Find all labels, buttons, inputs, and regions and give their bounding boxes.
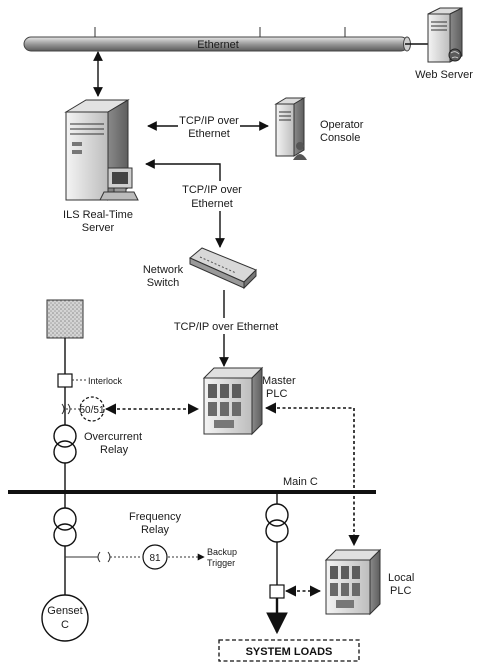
local-plc-icon (324, 548, 382, 616)
link-master-local-plc (264, 402, 360, 547)
operator-console-icon (274, 97, 307, 160)
ils-server-icon (64, 99, 139, 201)
web-server-icon (427, 7, 463, 63)
overcurrent-relay-label-line1: Overcurrent (84, 431, 142, 443)
transformer-load (265, 503, 289, 543)
link-ils-switch-label-line2: Ethernet (191, 198, 233, 210)
link-switch-master-label: TCP/IP over Ethernet (174, 321, 278, 333)
genset-generator (41, 594, 89, 642)
frequency-relay-label-line1: Frequency (129, 511, 181, 523)
interlock-label: Interlock (88, 376, 123, 386)
relay-50-51 (79, 396, 105, 422)
network-switch-icon (189, 247, 257, 290)
link-ils-operator-label-line2: Ethernet (188, 128, 230, 140)
transformer-genset (53, 507, 77, 547)
backup-trigger-label-line1: Backup (207, 547, 237, 557)
utility-source (46, 299, 84, 339)
backup-trigger-label-line2: Trigger (207, 558, 235, 568)
link-ils-switch (145, 159, 225, 248)
system-loads-label: SYSTEM LOADS (246, 646, 333, 658)
genset-label-line1: Genset (47, 605, 82, 617)
master-plc-label-line1: Master (262, 375, 296, 387)
ethernet-bus: Ethernet (23, 27, 428, 52)
relay-50-51-label: 50/51 (79, 405, 104, 416)
genset-label-line2: C (61, 619, 69, 631)
transformer-top-left (53, 424, 77, 464)
ils-server-label-line1: ILS Real-Time (63, 209, 133, 221)
ils-server-label-line2: Server (82, 222, 115, 234)
link-ils-operator-label-line1: TCP/IP over (179, 115, 239, 127)
local-plc-label-line1: Local (388, 572, 414, 584)
relay-81 (142, 544, 168, 570)
network-switch-label-line2: Switch (147, 277, 179, 289)
load-breaker (269, 584, 285, 599)
local-plc-label-line2: PLC (390, 585, 411, 597)
ethernet-label: Ethernet (197, 39, 239, 51)
master-plc-icon (202, 366, 264, 436)
operator-console-label-line2: Console (320, 132, 360, 144)
link-ils-switch-label-line1: TCP/IP over (182, 184, 242, 196)
master-plc-label-line2: PLC (266, 388, 287, 400)
network-switch-label-line1: Network (143, 264, 184, 276)
main-bus-label: Main C (283, 476, 318, 488)
system-loads-box (218, 639, 360, 662)
operator-console-label-line1: Operator (320, 119, 364, 131)
overcurrent-relay-label-line2: Relay (100, 444, 129, 456)
relay-81-label: 81 (149, 553, 161, 564)
web-server-label: Web Server (415, 69, 473, 81)
frequency-relay-label-line2: Relay (141, 524, 170, 536)
main-bus (8, 490, 376, 494)
interlock-breaker (57, 373, 73, 388)
